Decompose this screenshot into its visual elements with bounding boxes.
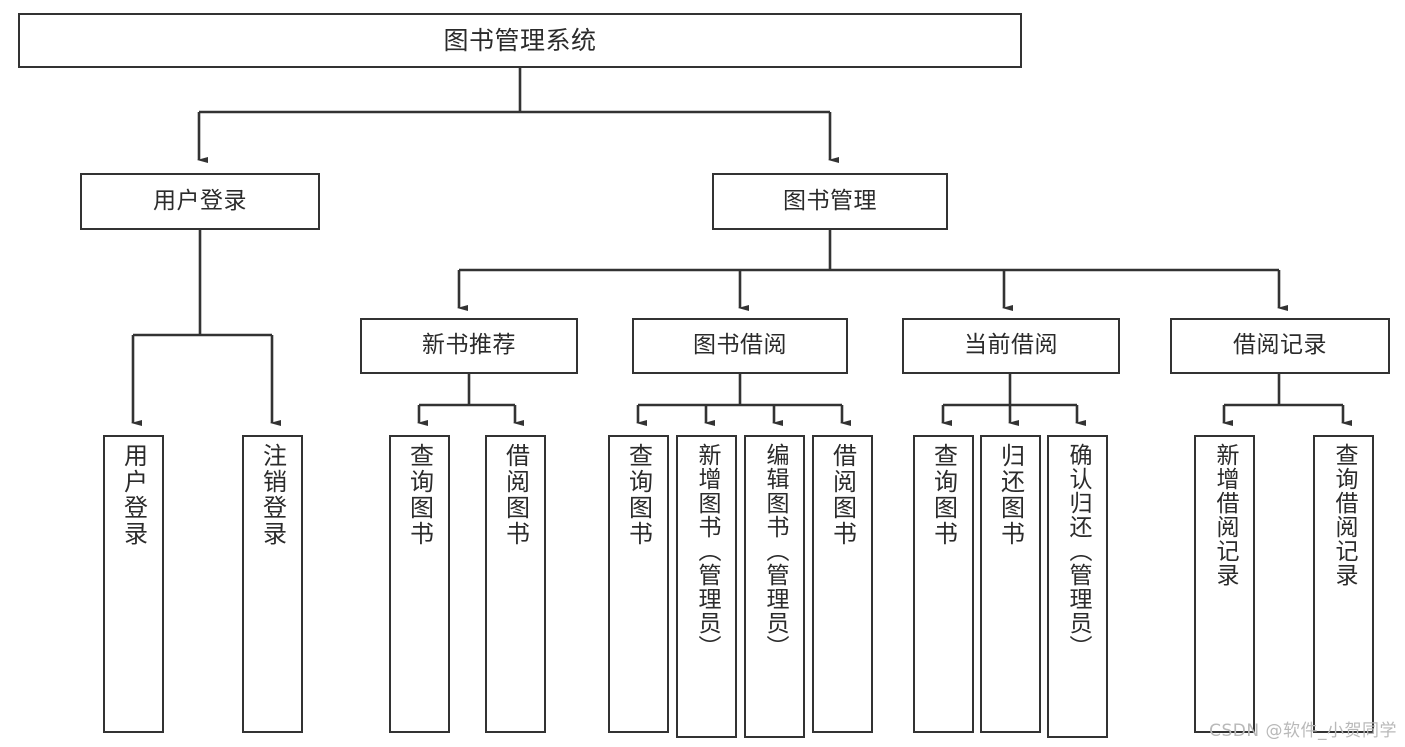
node-current-borrow[interactable]: 当前借阅 <box>902 318 1120 374</box>
node-new-book-recommend[interactable]: 新书推荐 <box>360 318 578 374</box>
node-label: 新增借阅记录 <box>1212 443 1238 587</box>
node-label: 图书管理 <box>783 187 877 214</box>
leaf-query-book-borrow[interactable]: 查询图书 <box>608 435 669 733</box>
node-label: 归还图书 <box>996 443 1025 547</box>
node-label: 查询图书 <box>624 443 653 547</box>
node-label: 当前借阅 <box>964 332 1058 359</box>
node-label: 确认归还（管理员） <box>1065 443 1091 659</box>
leaf-add-borrow-record[interactable]: 新增借阅记录 <box>1194 435 1255 733</box>
node-label: 新增图书（管理员） <box>694 443 720 659</box>
node-label: 编辑图书（管理员） <box>762 443 788 659</box>
node-user-login[interactable]: 用户登录 <box>80 173 320 230</box>
leaf-confirm-return-admin[interactable]: 确认归还（管理员） <box>1047 435 1108 738</box>
node-book-management[interactable]: 图书管理 <box>712 173 948 230</box>
leaf-logout[interactable]: 注销登录 <box>242 435 303 733</box>
node-label: 图书管理系统 <box>443 25 597 55</box>
leaf-user-login[interactable]: 用户登录 <box>103 435 164 733</box>
leaf-add-book-admin[interactable]: 新增图书（管理员） <box>676 435 737 738</box>
leaf-borrow-book-recommend[interactable]: 借阅图书 <box>485 435 546 733</box>
node-label: 用户登录 <box>119 443 148 547</box>
leaf-query-book-recommend[interactable]: 查询图书 <box>389 435 450 733</box>
node-label: 新书推荐 <box>422 332 516 359</box>
leaf-query-book-current[interactable]: 查询图书 <box>913 435 974 733</box>
node-label: 注销登录 <box>258 443 287 547</box>
node-root-system[interactable]: 图书管理系统 <box>18 13 1022 68</box>
node-label: 查询借阅记录 <box>1331 443 1357 587</box>
node-label: 借阅图书 <box>501 443 530 547</box>
node-borrow-record[interactable]: 借阅记录 <box>1170 318 1390 374</box>
node-label: 查询图书 <box>929 443 958 547</box>
leaf-edit-book-admin[interactable]: 编辑图书（管理员） <box>744 435 805 738</box>
leaf-lend-book[interactable]: 借阅图书 <box>812 435 873 733</box>
node-label: 用户登录 <box>153 187 247 214</box>
leaf-query-borrow-record[interactable]: 查询借阅记录 <box>1313 435 1374 733</box>
leaf-return-book[interactable]: 归还图书 <box>980 435 1041 733</box>
node-label: 图书借阅 <box>693 332 787 359</box>
node-label: 借阅图书 <box>828 443 857 547</box>
node-label: 借阅记录 <box>1233 332 1327 359</box>
node-book-borrow[interactable]: 图书借阅 <box>632 318 848 374</box>
node-label: 查询图书 <box>405 443 434 547</box>
